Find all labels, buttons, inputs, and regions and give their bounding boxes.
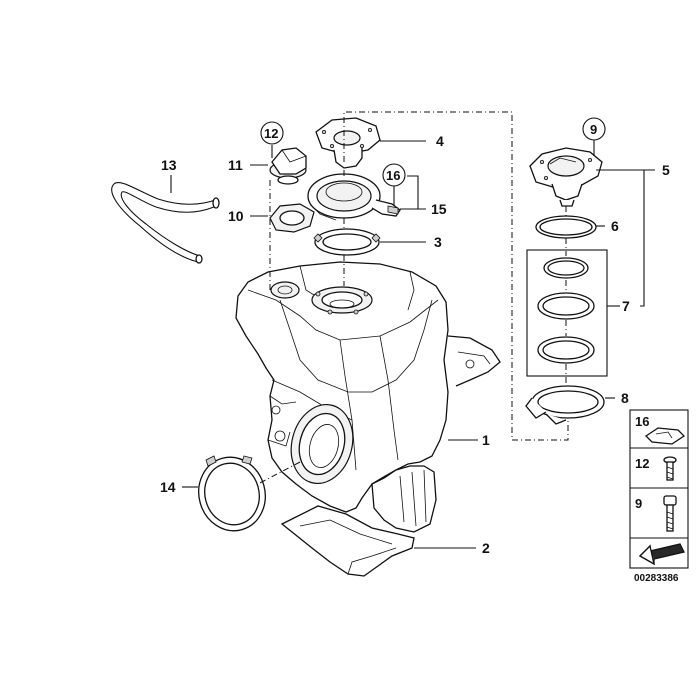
heat-shield: [280, 505, 415, 577]
lock-ring: [313, 228, 381, 256]
label-2: 2: [482, 540, 490, 556]
vent-valve: [269, 147, 307, 185]
fuel-hose: [111, 182, 220, 264]
label-12: 12: [264, 126, 278, 141]
label-14: 14: [160, 479, 176, 495]
label-5: 5: [662, 162, 670, 178]
label-6: 6: [611, 218, 619, 234]
label-8: 8: [621, 390, 629, 406]
fuel-tank: [235, 261, 501, 533]
label-7: 7: [622, 298, 630, 314]
callout-labels: 4 5 6 7 8 1 2 3 15 14 11 10 13 12 16 9: [160, 117, 670, 556]
fastener-legend: 16 12 9 00283386: [629, 409, 689, 584]
label-11: 11: [228, 157, 243, 173]
screw-icon: [663, 456, 677, 481]
legend-label-9: 9: [635, 496, 642, 511]
clamp-ring: [525, 385, 605, 425]
retaining-ring-large: [198, 455, 266, 532]
circle-12: [260, 121, 284, 145]
arrow-icon: [638, 543, 685, 566]
gasket-small: [269, 203, 315, 233]
label-10: 10: [228, 208, 244, 224]
label-13: 13: [161, 157, 177, 173]
label-15: 15: [431, 201, 447, 217]
bolt-icon: [663, 495, 677, 532]
drawing-code: 00283386: [634, 573, 679, 584]
o-ring-upper-inner: [539, 218, 593, 236]
leader-lines: [170, 140, 655, 549]
label-1: 1: [482, 432, 490, 448]
assembly-lines: [257, 111, 569, 485]
label-9: 9: [590, 122, 597, 137]
legend-label-16: 16: [635, 414, 649, 429]
pump-flange: [529, 147, 603, 207]
circle-9: [582, 117, 606, 141]
legend-label-12: 12: [635, 456, 649, 471]
seal-kit: [526, 249, 608, 377]
label-16: 16: [386, 168, 400, 183]
clip-nut-icon: [644, 427, 686, 445]
cover-flange: [315, 117, 381, 169]
label-4: 4: [436, 133, 444, 149]
pump-carrier: [307, 173, 401, 221]
label-3: 3: [434, 234, 442, 250]
circle-16: [382, 163, 406, 187]
